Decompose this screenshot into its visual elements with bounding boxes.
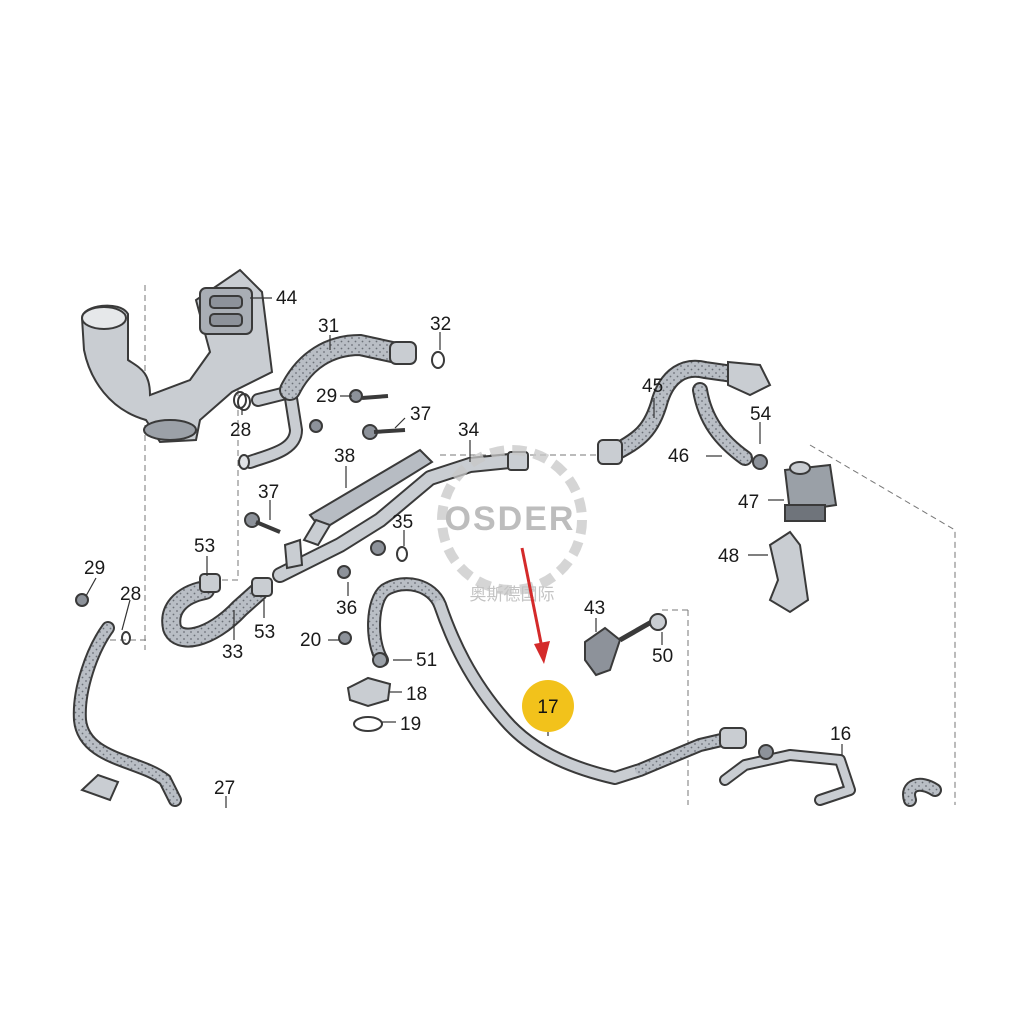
pipe-28-top — [233, 383, 304, 470]
highlight-badge: 17 — [522, 680, 574, 732]
callout-53-right: 53 — [254, 622, 275, 643]
callout-29-left: 29 — [84, 558, 105, 579]
callout-19: 19 — [400, 714, 421, 735]
callout-48: 48 — [718, 546, 739, 567]
callout-51: 51 — [416, 650, 437, 671]
coolant-housing — [80, 268, 274, 444]
callout-33: 33 — [222, 642, 243, 663]
callout-38: 38 — [334, 446, 355, 467]
callout-28-top: 28 — [230, 420, 251, 441]
callout-18: 18 — [406, 684, 427, 705]
callout-54: 54 — [750, 404, 772, 425]
arrow-pointer-icon — [520, 547, 550, 664]
callout-46: 46 — [668, 446, 689, 467]
callout-29-top: 29 — [316, 386, 337, 407]
bracket-48 — [768, 530, 810, 614]
leader-lines — [85, 297, 843, 808]
hose-33 — [161, 573, 273, 648]
callout-37-mid: 37 — [258, 482, 279, 503]
callout-27: 27 — [214, 778, 235, 799]
hose-45-46 — [597, 359, 772, 466]
highlight-label-17: 17 — [537, 697, 558, 718]
watermark-brand: OSDER — [445, 500, 576, 538]
callout-31: 31 — [318, 316, 339, 337]
callout-47: 47 — [738, 492, 759, 513]
hose-31 — [279, 333, 417, 401]
callout-44: 44 — [276, 288, 298, 309]
hose-17 — [367, 577, 747, 785]
sensor-43 — [584, 613, 667, 677]
pump-47 — [783, 461, 838, 522]
bracket-38 — [283, 448, 434, 570]
bolts — [75, 351, 774, 760]
callout-35: 35 — [392, 512, 413, 533]
callout-36: 36 — [336, 598, 357, 619]
callout-labels: 44 31 32 29 28 37 34 38 37 35 53 29 28 3… — [84, 288, 851, 799]
watermark-subtitle: 奥斯德国际 — [470, 585, 555, 605]
callout-34: 34 — [458, 420, 480, 441]
callout-45: 45 — [642, 376, 663, 397]
callout-16: 16 — [830, 724, 851, 745]
callout-32: 32 — [430, 314, 451, 335]
pipe-16 — [719, 749, 942, 807]
watermark: OSDER 奥斯德国际 — [437, 445, 587, 605]
pipe-27 — [72, 621, 182, 807]
callout-50: 50 — [652, 646, 673, 667]
callout-37-top: 37 — [410, 404, 431, 425]
callout-20: 20 — [300, 630, 321, 651]
fitting-18 — [346, 652, 392, 732]
callout-53-left: 53 — [194, 536, 215, 557]
callout-43: 43 — [584, 598, 605, 619]
callout-28-left: 28 — [120, 584, 141, 605]
